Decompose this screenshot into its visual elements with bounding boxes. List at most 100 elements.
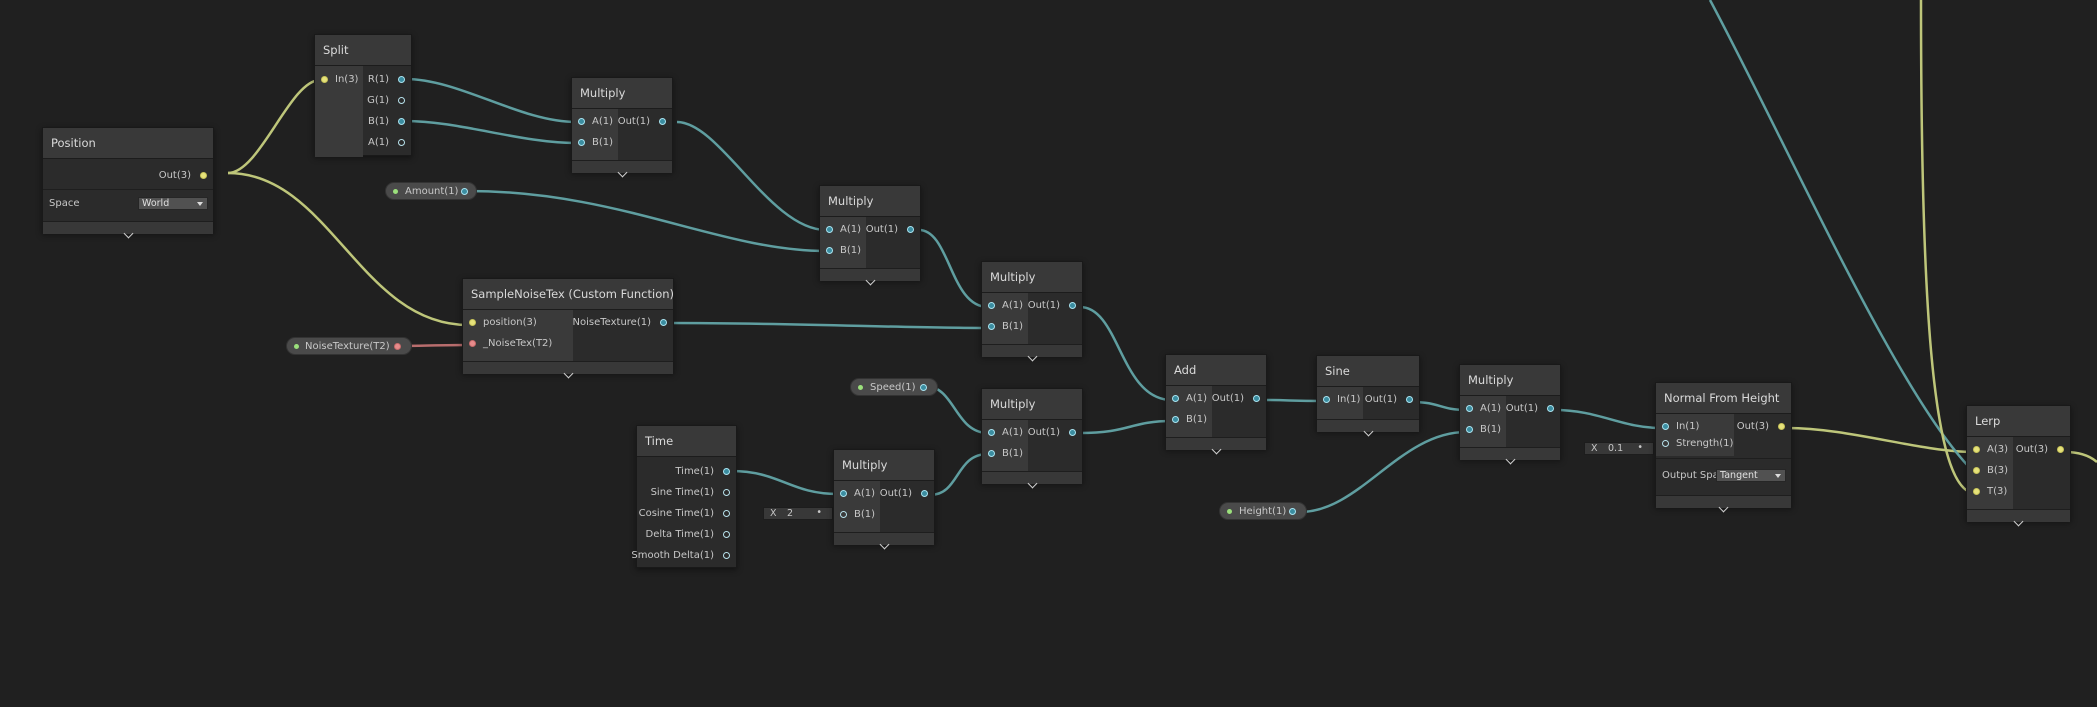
multiply-node-5[interactable]: Multiply A(1) B(1) Out(1)	[833, 449, 935, 550]
noise-texture-label: NoiseTexture(T2)	[305, 341, 390, 352]
split-out-b-label: B(1)	[367, 116, 389, 127]
normal-out-port[interactable]	[1778, 423, 1785, 430]
multiply-2-b-port[interactable]	[826, 247, 833, 254]
lerp-a-port[interactable]	[1973, 446, 1980, 453]
speed-property[interactable]: Speed(1)	[850, 378, 938, 396]
multiply-6-b-port[interactable]	[1466, 426, 1473, 433]
position-space-dropdown[interactable]: World	[138, 197, 208, 210]
split-out-g-port[interactable]	[398, 97, 405, 104]
multiply-2-title: Multiply	[820, 186, 920, 217]
exposed-indicator-icon	[393, 189, 398, 194]
multiply-1-a-port[interactable]	[578, 118, 585, 125]
time-node[interactable]: Time Time(1) Sine Time(1) Cosine Time(1)…	[631, 425, 737, 568]
position-node-title: Position	[43, 128, 213, 159]
add-out-port[interactable]	[1253, 395, 1260, 402]
time-out-sine-port[interactable]	[723, 489, 730, 496]
multiply-2-collapse-toggle[interactable]	[820, 268, 920, 286]
multiply-node-4[interactable]: Multiply A(1) B(1) Out(1)	[981, 388, 1083, 489]
lerp-b-port[interactable]	[1973, 467, 1980, 474]
split-out-r-port[interactable]	[398, 76, 405, 83]
time-out-smooth-port[interactable]	[723, 552, 730, 559]
sample-noise-out-label: NoiseTexture(1)	[572, 317, 651, 328]
dropdown-caret-icon	[1775, 474, 1781, 478]
add-b-port[interactable]	[1172, 416, 1179, 423]
normal-output-space-dropdown[interactable]: Tangent	[1716, 469, 1786, 482]
multiply-5-out-port[interactable]	[921, 490, 928, 497]
multiply-1-collapse-toggle[interactable]	[572, 160, 672, 178]
lerp-b-label: B(3)	[1987, 465, 2009, 476]
split-in-port[interactable]	[321, 76, 328, 83]
speed-out-port[interactable]	[920, 384, 927, 391]
multiply-4-a-port[interactable]	[988, 429, 995, 436]
normal-strength-field[interactable]: X 0.1 •	[1584, 442, 1654, 455]
wire-multiply4-to-add	[1079, 419, 1173, 435]
multiply-6-collapse-toggle[interactable]	[1460, 447, 1560, 465]
sine-node[interactable]: Sine In(1) Out(1)	[1316, 355, 1420, 437]
split-out-b-port[interactable]	[398, 118, 405, 125]
sample-noise-tex-node[interactable]: SampleNoiseTex (Custom Function) positio…	[462, 278, 674, 379]
lerp-collapse-toggle[interactable]	[1967, 509, 2070, 527]
height-property[interactable]: Height(1)	[1219, 502, 1307, 520]
time-out-cosine-port[interactable]	[723, 510, 730, 517]
lerp-node[interactable]: Lerp A(3) B(3) T(3) Out(3)	[1966, 405, 2071, 527]
multiply-node-1[interactable]: Multiply A(1) B(1) Out(1)	[571, 77, 673, 178]
add-node[interactable]: Add A(1) B(1) Out(1)	[1165, 354, 1267, 455]
multiply-3-out-port[interactable]	[1069, 302, 1076, 309]
sample-noise-tex-port[interactable]	[469, 340, 476, 347]
dot-separator-icon: •	[1637, 442, 1643, 453]
position-collapse-toggle[interactable]	[43, 221, 213, 239]
amount-out-port[interactable]	[461, 188, 468, 195]
sample-noise-out-port[interactable]	[660, 319, 667, 326]
multiply-6-a-port[interactable]	[1466, 405, 1473, 412]
multiply-2-out-port[interactable]	[907, 226, 914, 233]
lerp-t-port[interactable]	[1973, 488, 1980, 495]
multiply-3-collapse-toggle[interactable]	[982, 344, 1082, 362]
multiply-3-a-port[interactable]	[988, 302, 995, 309]
split-node[interactable]: Split In(3) R(1) G(1) B(1) A(1)	[314, 34, 412, 157]
multiply-node-6[interactable]: Multiply A(1) B(1) Out(1)	[1459, 364, 1561, 465]
normal-collapse-toggle[interactable]	[1656, 495, 1791, 513]
multiply-5-b-axis-label: X	[770, 508, 777, 519]
multiply-5-b-port[interactable]	[840, 511, 847, 518]
noise-texture-out-port[interactable]	[394, 343, 401, 350]
sample-noise-collapse-toggle[interactable]	[463, 361, 673, 379]
position-out-port[interactable]	[200, 172, 207, 179]
multiply-2-a-port[interactable]	[826, 226, 833, 233]
noise-texture-property[interactable]: NoiseTexture(T2)	[286, 337, 412, 355]
multiply-4-collapse-toggle[interactable]	[982, 471, 1082, 489]
add-collapse-toggle[interactable]	[1166, 437, 1266, 455]
multiply-4-b-port[interactable]	[988, 450, 995, 457]
sine-in-port[interactable]	[1323, 396, 1330, 403]
sample-noise-position-label: position(3)	[483, 317, 537, 328]
sample-noise-position-port[interactable]	[469, 319, 476, 326]
normal-in-port[interactable]	[1662, 423, 1669, 430]
multiply-5-a-port[interactable]	[840, 490, 847, 497]
time-out-delta-port[interactable]	[723, 531, 730, 538]
amount-property[interactable]: Amount(1)	[385, 182, 477, 200]
multiply-1-out-label: Out(1)	[617, 116, 650, 127]
multiply-1-b-port[interactable]	[578, 139, 585, 146]
normal-strength-label: Strength(1)	[1676, 438, 1734, 449]
add-a-port[interactable]	[1172, 395, 1179, 402]
multiply-5-b-field[interactable]: X 2 •	[763, 507, 833, 520]
time-out-time-port[interactable]	[723, 468, 730, 475]
time-out-cosine-label: Cosine Time(1)	[638, 508, 714, 519]
height-out-port[interactable]	[1289, 508, 1296, 515]
multiply-6-out-port[interactable]	[1547, 405, 1554, 412]
normal-strength-port[interactable]	[1662, 440, 1669, 447]
sine-out-port[interactable]	[1406, 396, 1413, 403]
multiply-node-2[interactable]: Multiply A(1) B(1) Out(1)	[819, 185, 921, 286]
split-out-a-port[interactable]	[398, 139, 405, 146]
multiply-4-out-port[interactable]	[1069, 429, 1076, 436]
multiply-1-out-port[interactable]	[659, 118, 666, 125]
add-a-label: A(1)	[1186, 393, 1208, 404]
multiply-node-3[interactable]: Multiply A(1) B(1) Out(1)	[981, 261, 1083, 362]
normal-from-height-node[interactable]: Normal From Height In(1) Strength(1) Out…	[1655, 382, 1792, 513]
multiply-5-collapse-toggle[interactable]	[834, 532, 934, 550]
lerp-out-port[interactable]	[2057, 446, 2064, 453]
exposed-indicator-icon	[294, 344, 299, 349]
multiply-3-b-port[interactable]	[988, 323, 995, 330]
sine-collapse-toggle[interactable]	[1317, 419, 1419, 437]
position-node[interactable]: Position Out(3) Space World	[42, 127, 214, 239]
